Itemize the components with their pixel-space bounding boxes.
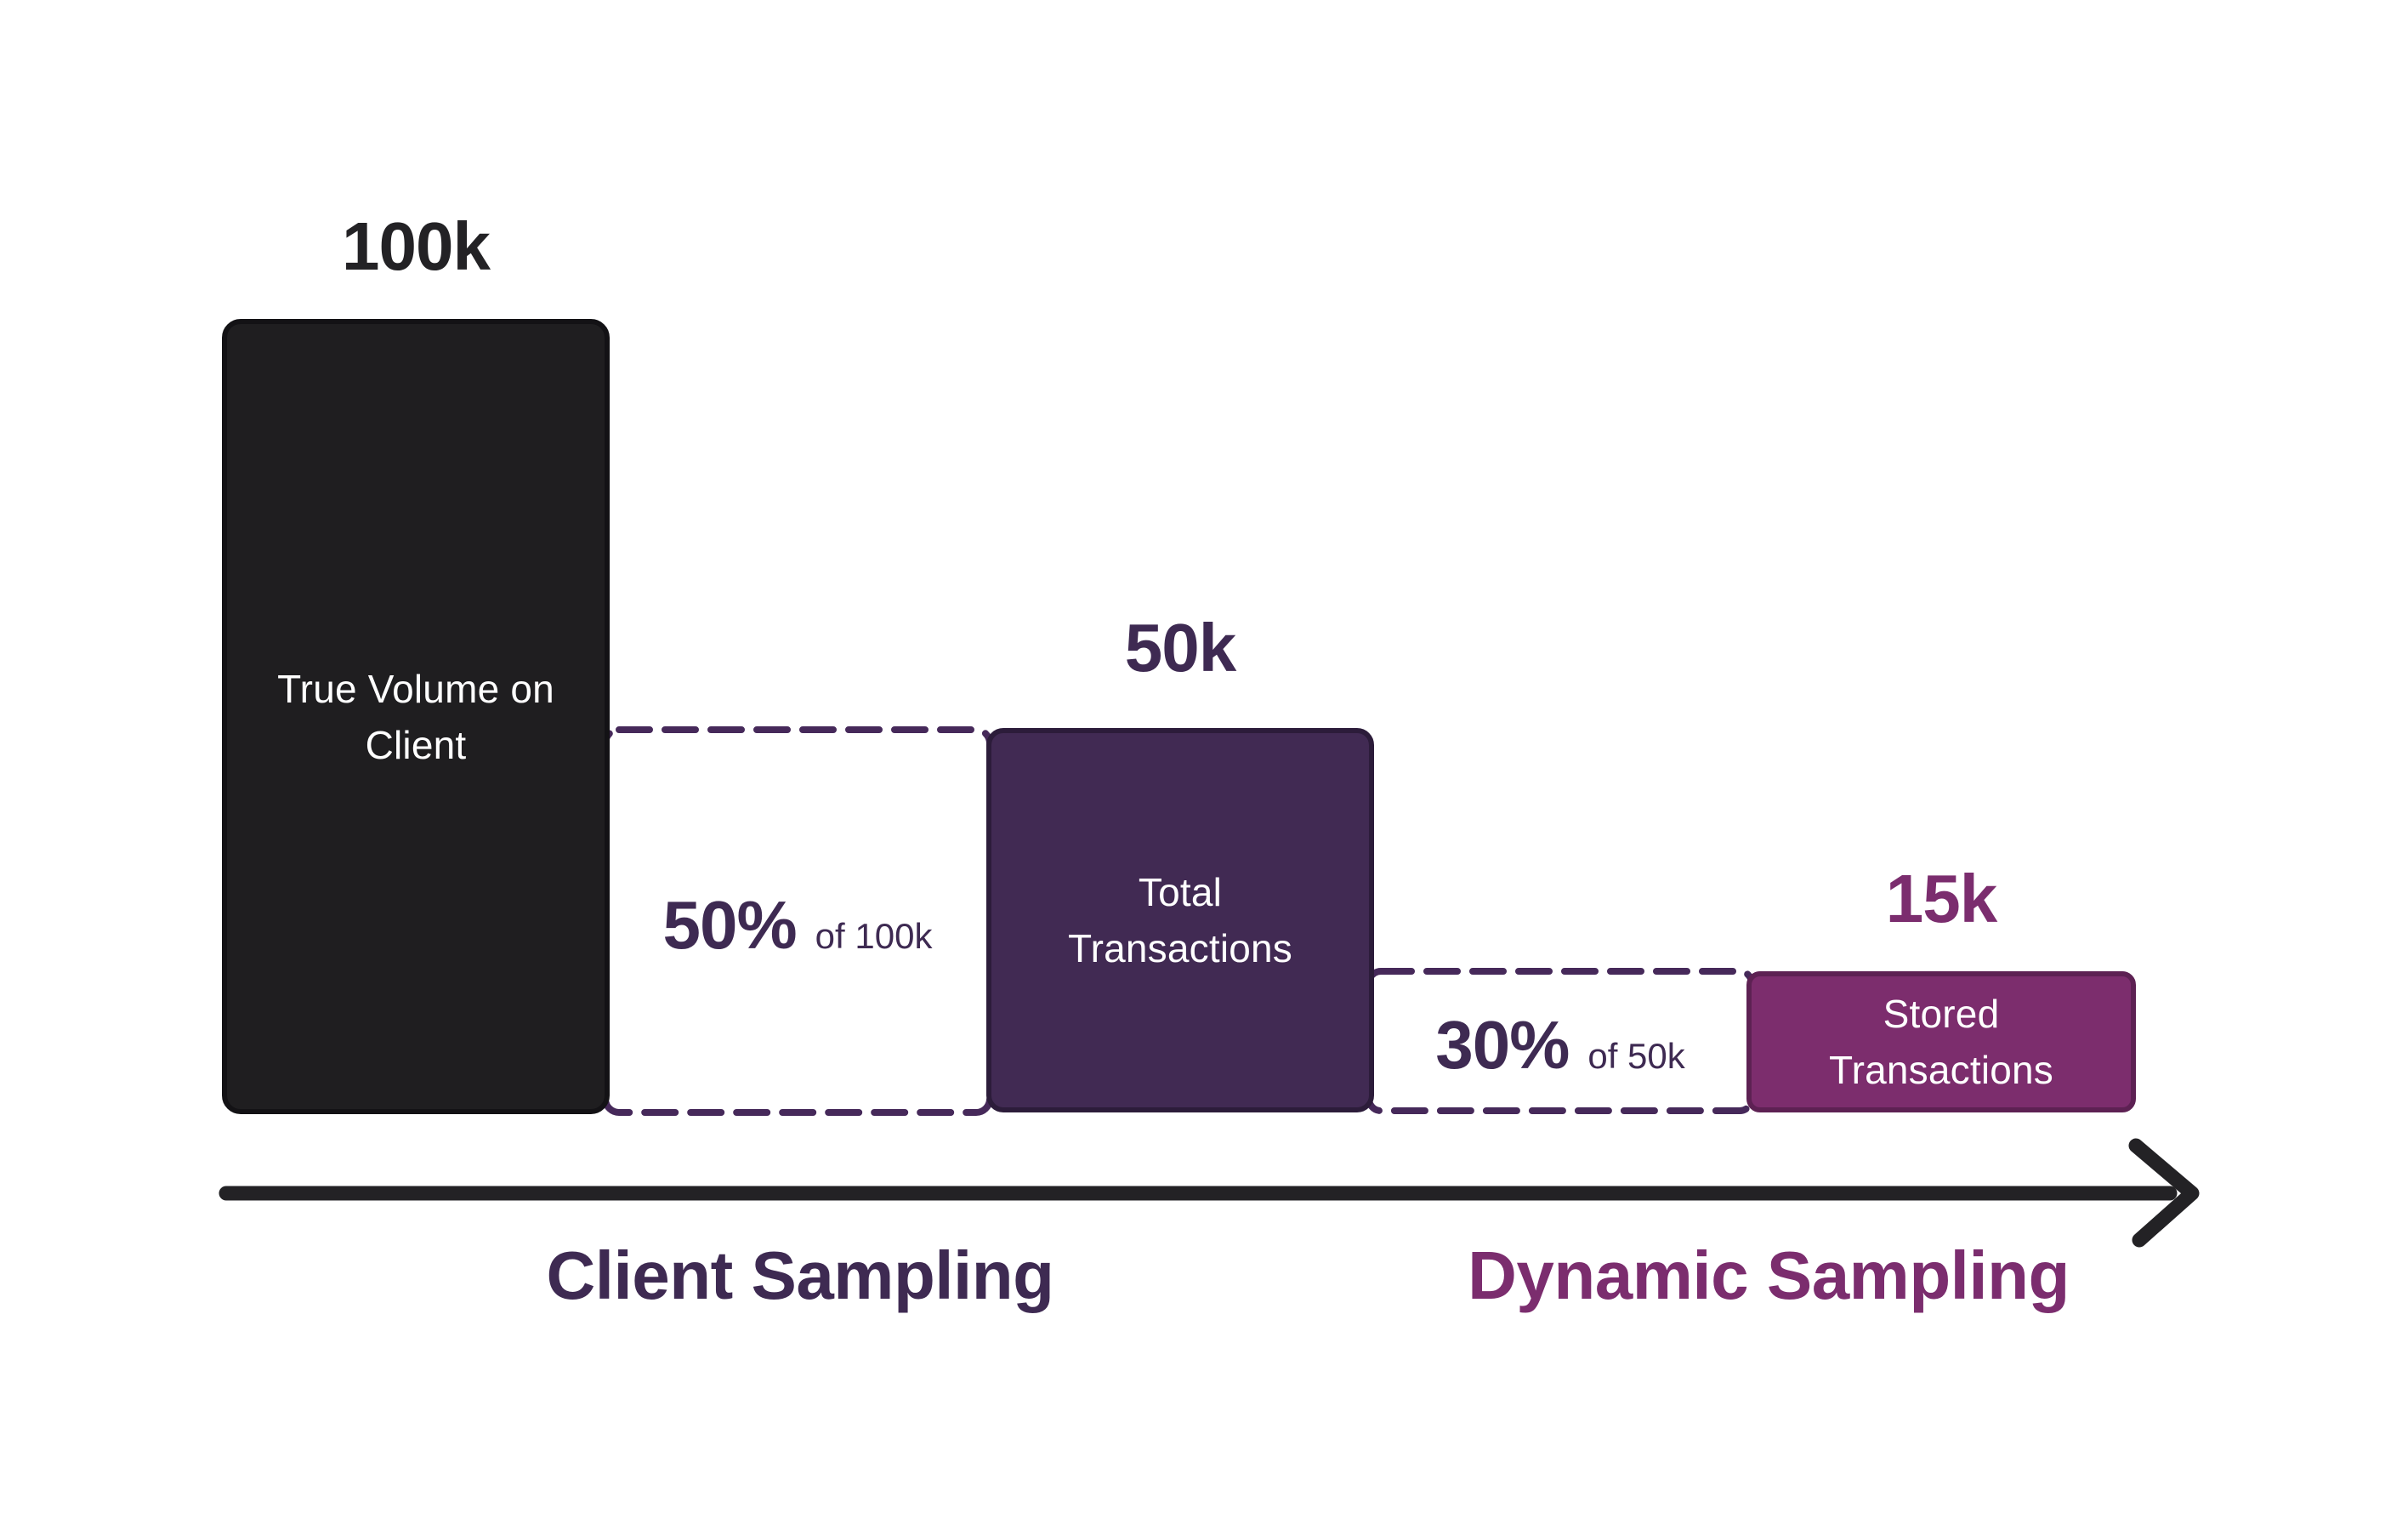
bar-label-line: Transactions: [1828, 1048, 2054, 1092]
total-transactions-value-label: 50k: [1124, 610, 1236, 686]
bar-label-line: Client: [365, 722, 467, 767]
dynamic-sampling-label: Dynamic Sampling: [1468, 1237, 2070, 1313]
bar-label-line: True Volume on: [277, 666, 554, 711]
bar-label-line: Transactions: [1067, 926, 1293, 970]
stored-transactions-value-label: 15k: [1885, 861, 1997, 936]
dynamic-sample-rate-percent: 30%: [1435, 1007, 1570, 1083]
bar-true-volume-on-client: True Volume on Client: [222, 319, 610, 1114]
bar-stored-transactions: Stored Transactions: [1746, 971, 2136, 1112]
bar-label-line: Total: [1138, 870, 1223, 914]
bar-total-transactions: Total Transactions: [986, 728, 1374, 1112]
client-sampling-label: Client Sampling: [546, 1237, 1055, 1313]
dynamic-sample-rate-annotation: 30% of 50k: [1435, 1011, 1685, 1079]
client-sample-rate-of: of 100k: [815, 916, 933, 956]
client-sample-rate-percent: 50%: [662, 887, 798, 963]
client-sample-rate-annotation: 50% of 100k: [663, 891, 933, 959]
true-volume-value-label: 100k: [342, 208, 491, 284]
dynamic-sample-rate-of: of 50k: [1587, 1036, 1685, 1076]
flow-arrow-head: [2128, 1138, 2200, 1248]
bar-label-line: Stored: [1883, 992, 2000, 1036]
